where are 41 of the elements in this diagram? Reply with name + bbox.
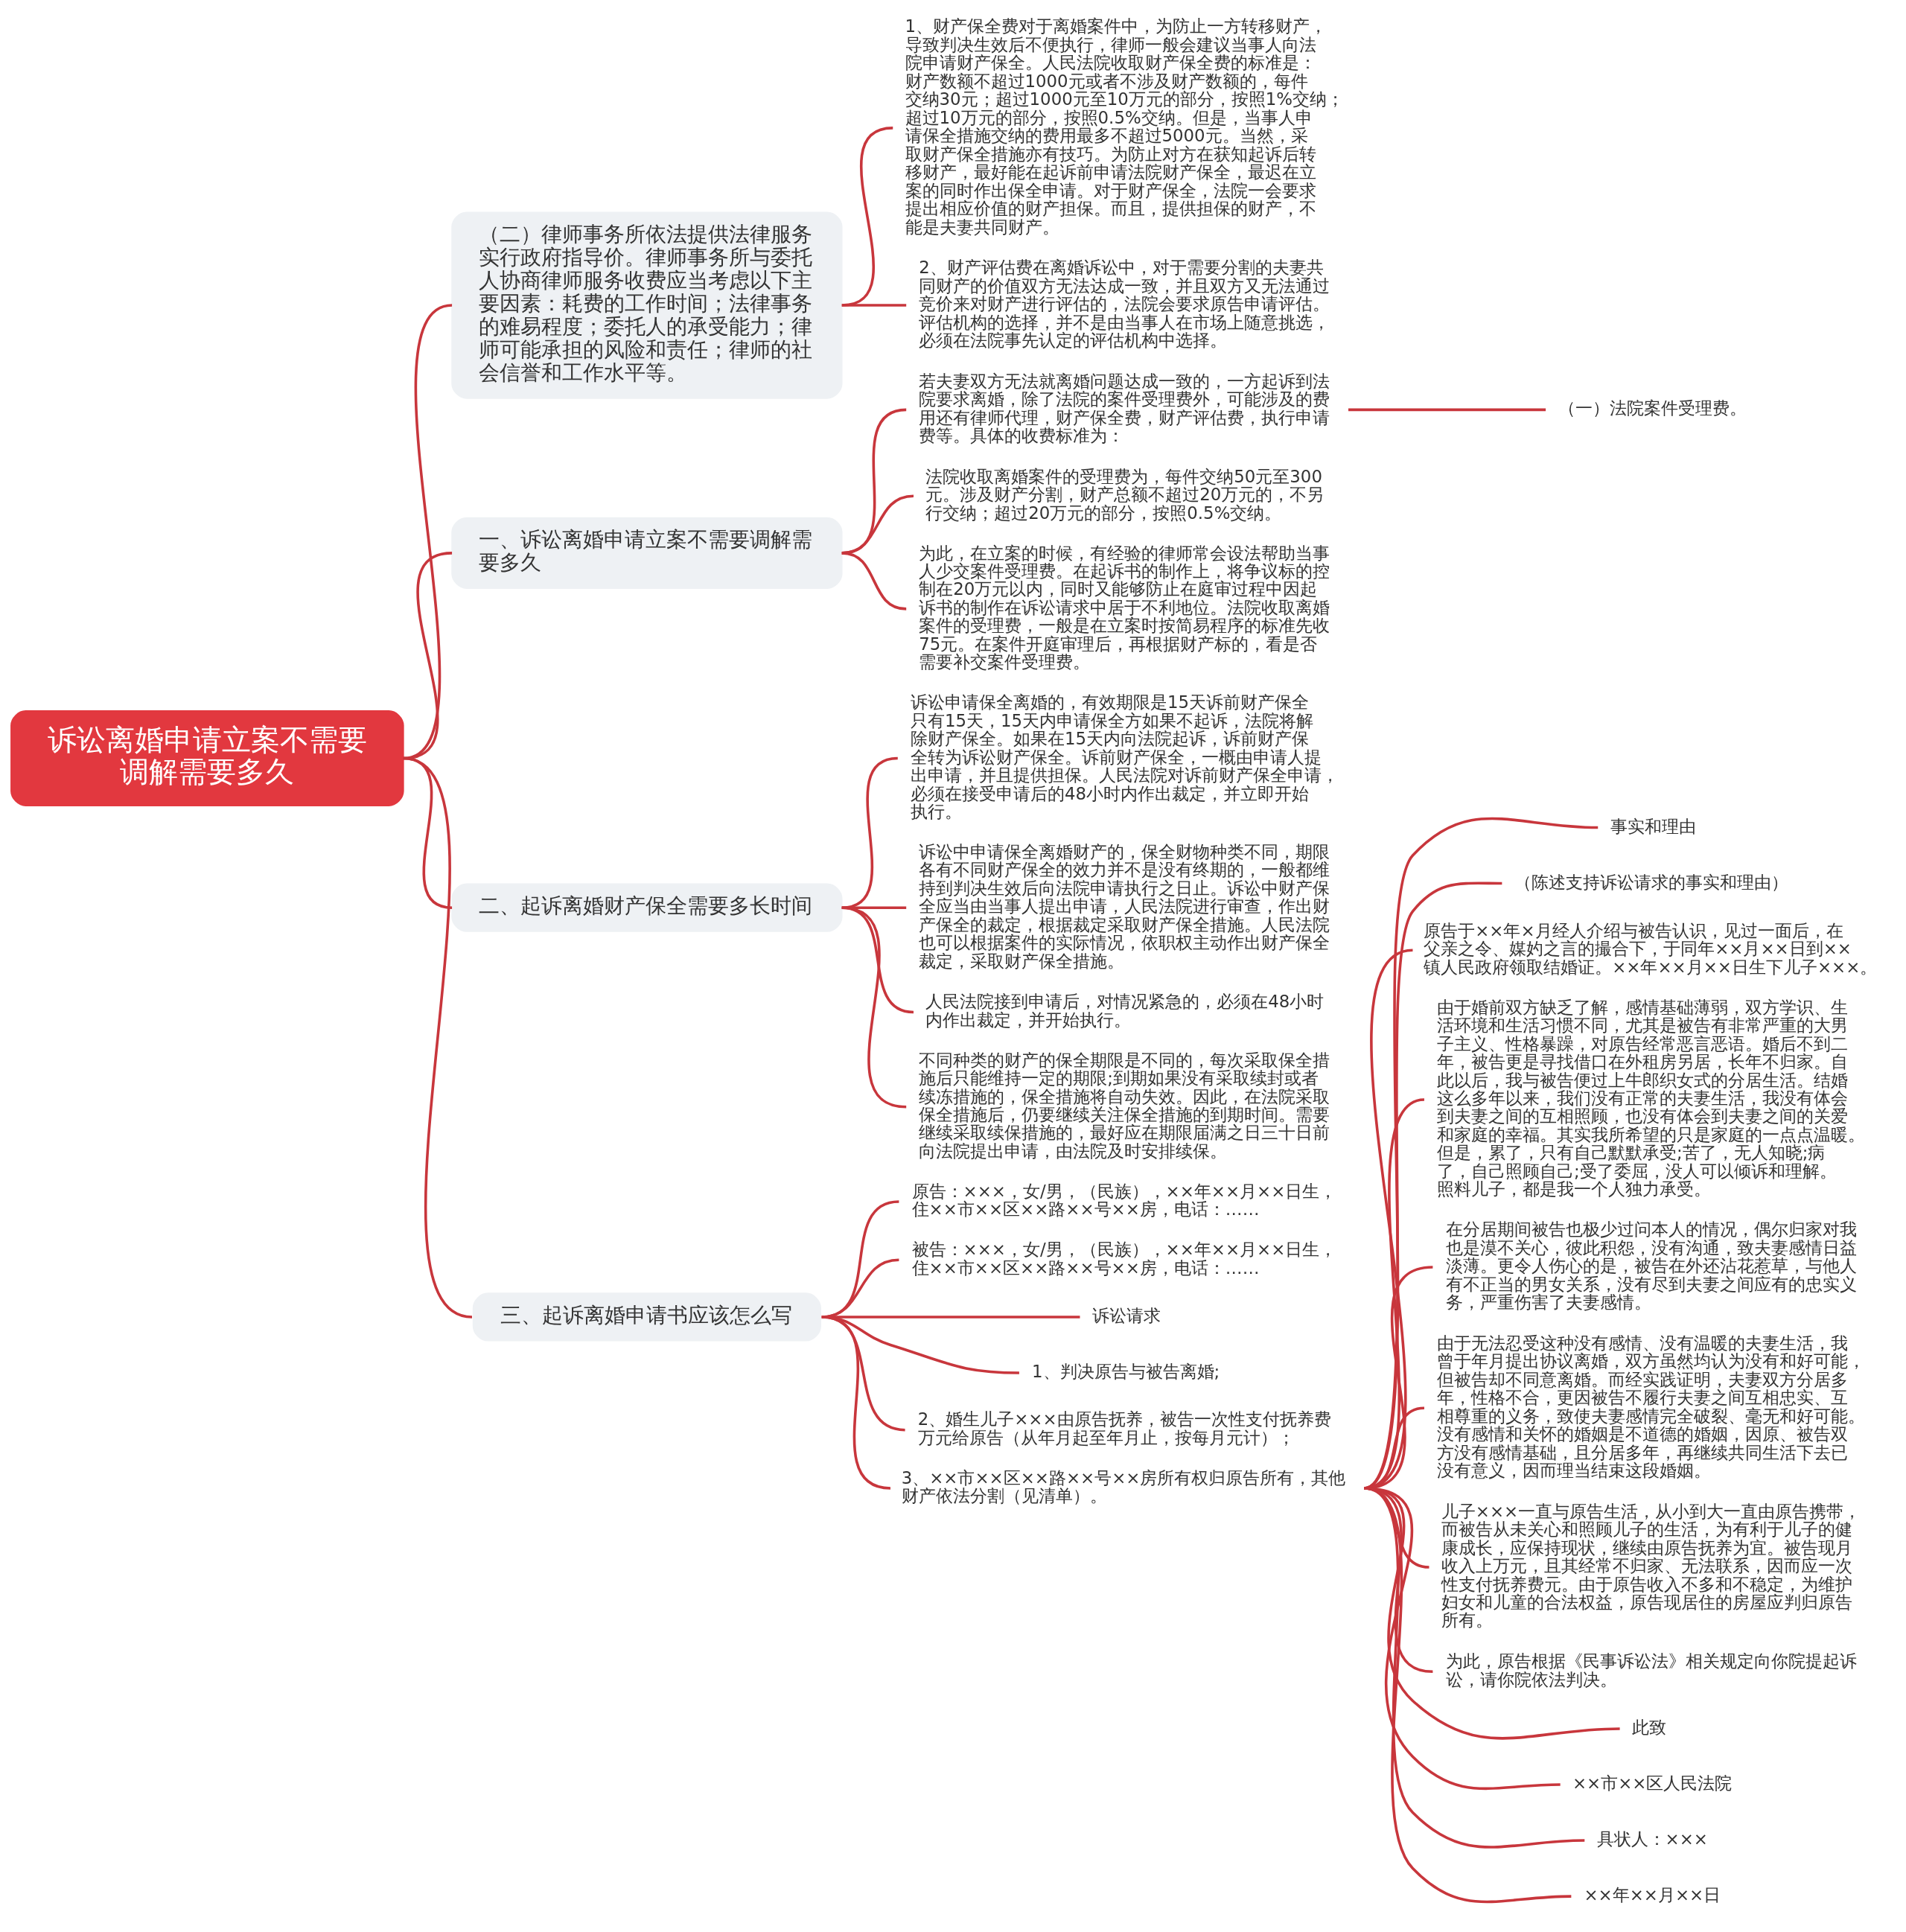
connector bbox=[841, 906, 914, 1014]
node-text: 在分居期间被告也极少过问本人的情况，偶尔归家对我也是漠不关心，彼此积怨，没有沟通，致夫妻感情日益淡薄。更令人伤心的是，被告在外还沾花惹草，与他人有不正当的男女关系，没有尽到夫妻之间应有的忠实义务，严重伤害了夫妻感情。 bbox=[1445, 1220, 1857, 1313]
node-box: 一、诉讼离婚申请立案不需要调解需要多久 bbox=[451, 517, 843, 589]
node-text: 1、财产保全费对于离婚案件中，为防止一方转移财产，导致判决生效后不便执行，律师一般会建议当事人向法院申请财产保全。人民法院收取财产保全费的标准是：财产数额不超过1000元或者不涉及财产数额的，每件交纳30元；超过1000元至10万元的部分，按照1%交纳；超过10万元的部分，按照0.5%交纳。但是，当事人申请保全措施交纳的费用最多不超过5000元。当然，采取财产保全措施亦有技巧。为防止对方在获知起诉后转移财产，最好能在起诉前申请法院财产保全，最迟在立案的同时作出保全申请。对于财产保全，法院一会要求提出相应价值的财产担保。而且，提供担保的财产，不能是夫妻共同财产。 bbox=[905, 16, 1344, 237]
node-text: 具状人：××× bbox=[1596, 1829, 1708, 1849]
node-text: 不同种类的财产的保全期限是不同的，每次采取保全措施后只能维持一定的期限;到期如果没有采取续封或者续冻措施的，保全措施将自动失效。因此，在法院采取保全措施后，仍要继续关注保全措施的到期时间。需要继续采取续保措施的，最好应在期限届满之日三十日前向法院提出申请，由法院及时安排续保。 bbox=[919, 1050, 1330, 1161]
node-text: 2、财产评估费在离婚诉讼中，对于需要分割的夫妻共同财产的价值双方无法达成一致，并且双方又无法通过竞价来对财产进行评估的，法院会要求原告申请评估。评估机构的选择，并不是由当事人在市场上随意挑选，必须在法院事先认定的评估机构中选择。 bbox=[919, 258, 1330, 351]
node-text: ××市××区人民法院 bbox=[1572, 1773, 1733, 1794]
connector bbox=[841, 304, 907, 307]
node-text: ××年××月××日 bbox=[1584, 1885, 1721, 1905]
connector bbox=[821, 1316, 891, 1490]
node-text: 此致 bbox=[1631, 1718, 1666, 1738]
node-text: 为此，在立案的时候，有经验的律师常会设法帮助当事人少交案件受理费。在起诉书的制作上，将争议标的控制在20万元以内，同时又能够防止在庭审过程中因起诉书的制作在诉讼请求中居于不利地位。法院收取离婚案件的受理费，一般是在立案时按简易程序的标准先收75元。在案件开庭审理后，再根据财产标的，看是否需要补交案件受理费。 bbox=[919, 543, 1330, 672]
node-text: 诉讼请求 bbox=[1091, 1305, 1161, 1325]
node-box: 二、起诉离婚财产保全需要多长时间 bbox=[451, 883, 843, 932]
node-text: 事实和理由 bbox=[1610, 816, 1696, 836]
connector bbox=[841, 906, 907, 1109]
node-box: （二）律师事务所依法提供法律服务实行政府指导价。律师事务所与委托人协商律师服务收费应当考虑以下主要因素：耗费的工作时间；法律事务的难易程度；委托人的承受能力；律师可能承担的风险和责任；律师的社会信誉和工作水平等。 bbox=[451, 211, 843, 399]
node-text: 人民法院接到申请后，对情况紧急的，必须在48小时内作出裁定，并开始执行。 bbox=[925, 992, 1325, 1030]
connector bbox=[841, 552, 907, 610]
node-text: 诉讼中申请保全离婚财产的，保全财物种类不同，期限各有不同财产保全的效力并不是没有终期的，一般都维持到判决生效后向法院申请执行之日止。诉讼中财产保全应当由当事人提出申请，人民法院进行审查，作出财产保全的裁定，根据裁定采取财产保全措施。人民法院也可以根据案件的实际情况，依职权主动作出财产保全裁定，采取财产保全措施。 bbox=[919, 841, 1330, 971]
node-text: 由于无法忍受这种没有感情、没有温暖的夫妻生活，我曾于年月提出协议离婚，双方虽然均认为没有和好可能，但被告却不同意离婚。而经实践证明，夫妻双方分居多年，性格不合，更因被告不履行夫妻之间互相忠实、互相尊重的义务，致使夫妻感情完全破裂、毫无和好可能。没有感情和关怀的婚姻是不道德的婚姻，因原、被告双方没有感情基础，且分居多年，再继续共同生活下去已没有意义，因而理当结束这段婚姻。 bbox=[1437, 1333, 1866, 1480]
node-box: 诉讼离婚申请立案不需要调解需要多久 bbox=[10, 710, 404, 806]
node-text: 诉讼申请保全离婚的，有效期限是15天诉前财产保全只有15天，15天内申请保全方如果不起诉，法院将解除财产保全。如果在15天内向法院起诉，诉前财产保全转为诉讼财产保全。诉前财产保全，一概由申请人提出申请，并且提供担保。人民法院对诉前财产保全申请，必须在接受申请后的48小时内作出裁定，并立即开始执行。 bbox=[910, 692, 1339, 821]
connector bbox=[1348, 408, 1546, 412]
node-text: 儿子×××一直与原告生活，从小到大一直由原告携带，而被告从未关心和照顾儿子的生活，为有利于儿子的健康成长，应保持现状，继续由原告抚养为宜。被告现月收入上万元，且其经常不归家、无法联系，因而应一次性支付抚养费元。由于原告收入不多和不稳定，为维护妇女和儿童的合法权益，原告现居住的房屋应判归原告所有。 bbox=[1441, 1501, 1861, 1630]
node-text: 原告于××年×月经人介绍与被告认识，见过一面后，在父亲之令、媒妁之言的撮合下，于同年××月××日到××镇人民政府领取结婚证。××年××月××日生下儿子×××。 bbox=[1424, 920, 1878, 977]
node-text: 由于婚前双方缺乏了解，感情基础薄弱，双方学识、生活环境和生活习惯不同，尤其是被告有非常严重的大男子主义、性格暴躁，对原告经常恶言恶语。婚后不到二年，被告更是寻找借口在外租房另居，长年不归家。自此以后，我与被告便过上牛郎织女式的分居生活。结婚这么多年以来，我们没有正常的夫妻生活，我没有体会到夫妻之间的互相照顾，也没有体会到夫妻之间的关爱和家庭的幸福。其实我所希望的只是家庭的一点点温暖。但是，累了，只有自己默默承受;苦了，无人知晓;病了，自己照顾自己;受了委屈，没人可以倾诉和理解。照料儿子，都是我一个人独力承受。 bbox=[1437, 997, 1866, 1199]
node-text: 为此，原告根据《民事诉讼法》相关规定向你院提起诉讼，请你院依法判决。 bbox=[1445, 1651, 1857, 1689]
node-text: 2、婚生儿子×××由原告抚养，被告一次性支付抚养费万元给原告（从年月起至年月止，按每月元计）； bbox=[917, 1409, 1331, 1447]
node-text: 若夫妻双方无法就离婚问题达成一致的，一方起诉到法院要求离婚，除了法院的案件受理费外，可能涉及的费用还有律师代理，财产保全费，财产评估费，执行申请费等。具体的收费标准为： bbox=[919, 371, 1330, 446]
node-text: （一）法院案件受理费。 bbox=[1558, 398, 1747, 418]
node-text: 原告：×××，女/男，（民族），××年××月××日生，住××市××区××路××号××房，电话：…… bbox=[911, 1181, 1337, 1220]
node-text: 被告：×××，女/男，（民族），××年××月××日生，住××市××区××路××号××房，电话：…… bbox=[911, 1240, 1337, 1278]
node-text: （陈述支持诉讼请求的事实和理由） bbox=[1514, 872, 1789, 892]
node-text: 1、判决原告与被告离婚; bbox=[1032, 1362, 1220, 1382]
node-box: 三、起诉离婚申请书应该怎么写 bbox=[472, 1292, 821, 1342]
node-text: 3、××市××区××路××号××房所有权归原告所有，其他财产依法分割（见清单）。 bbox=[901, 1467, 1346, 1506]
node-text: 法院收取离婚案件的受理费为，每件交纳50元至300元。涉及财产分割，财产总额不超过20万元的，不另行交纳；超过20万元的部分，按照0.5%交纳。 bbox=[925, 466, 1325, 523]
connector bbox=[841, 906, 907, 909]
connector bbox=[403, 756, 473, 1319]
